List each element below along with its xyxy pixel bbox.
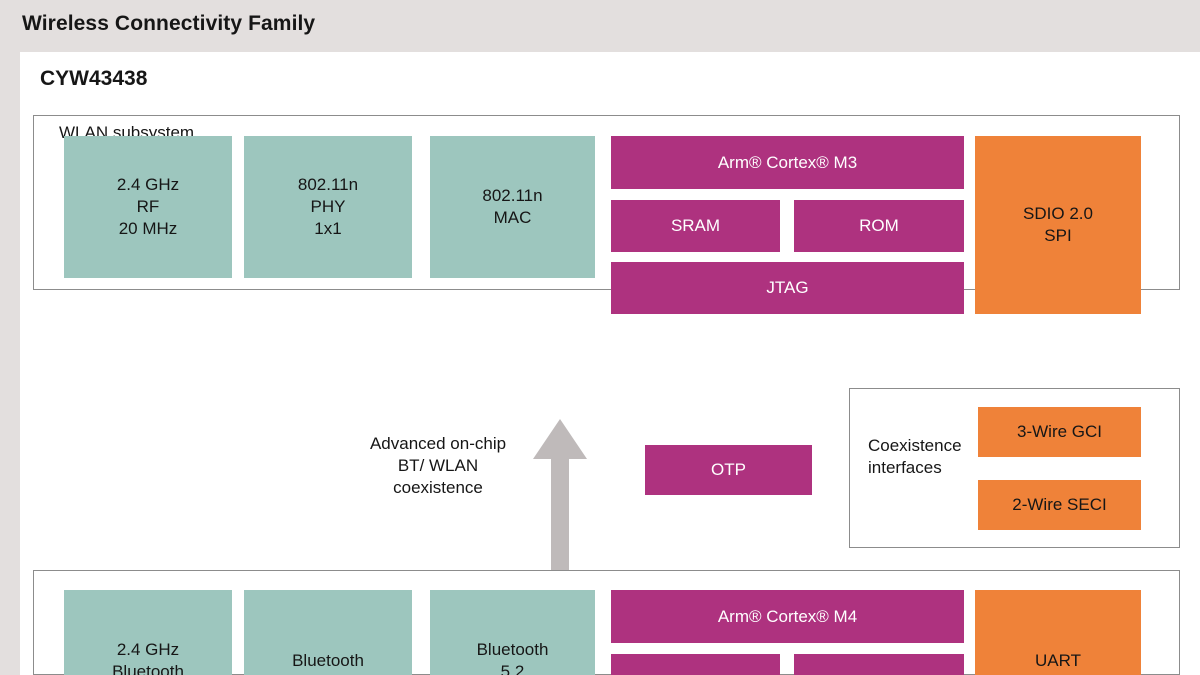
bt-cpu-block: Arm® Cortex® M4 xyxy=(611,590,964,643)
chip-card: CYW43438 WLAN subsystem 2.4 GHz RF 20 MH… xyxy=(20,52,1200,675)
coex-interface-3wire-gci: 3-Wire GCI xyxy=(978,407,1141,457)
bt-baseband-block: Bluetooth xyxy=(244,590,412,675)
page-title: Wireless Connectivity Family xyxy=(22,12,316,35)
coexistence-description: Advanced on-chip BT/ WLAN coexistence xyxy=(369,434,507,498)
wlan-mac-block: 802.11n MAC xyxy=(430,136,595,278)
wlan-jtag-block: JTAG xyxy=(611,262,964,314)
chip-name-heading: CYW43438 xyxy=(40,67,148,90)
bt-rf-block: 2.4 GHz Bluetooth xyxy=(64,590,232,675)
wlan-sram-block: SRAM xyxy=(611,200,780,252)
coex-interface-2wire-seci: 2-Wire SECI xyxy=(978,480,1141,530)
otp-block: OTP xyxy=(645,445,812,495)
bt-memory-left-block xyxy=(611,654,780,675)
wlan-rom-block: ROM xyxy=(794,200,964,252)
wlan-host-interface-block: SDIO 2.0 SPI xyxy=(975,136,1141,314)
header-band: Wireless Connectivity Family xyxy=(0,0,1200,52)
bt-host-interface-block: UART xyxy=(975,590,1141,675)
wlan-phy-block: 802.11n PHY 1x1 xyxy=(244,136,412,278)
bidirectional-arrow-icon xyxy=(533,419,587,624)
wlan-rf-block: 2.4 GHz RF 20 MHz xyxy=(64,136,232,278)
bt-version-block: Bluetooth 5.2 xyxy=(430,590,595,675)
coexistence-interfaces-label: Coexistence interfaces xyxy=(868,436,962,478)
wlan-cpu-block: Arm® Cortex® M3 xyxy=(611,136,964,189)
bt-memory-right-block xyxy=(794,654,964,675)
